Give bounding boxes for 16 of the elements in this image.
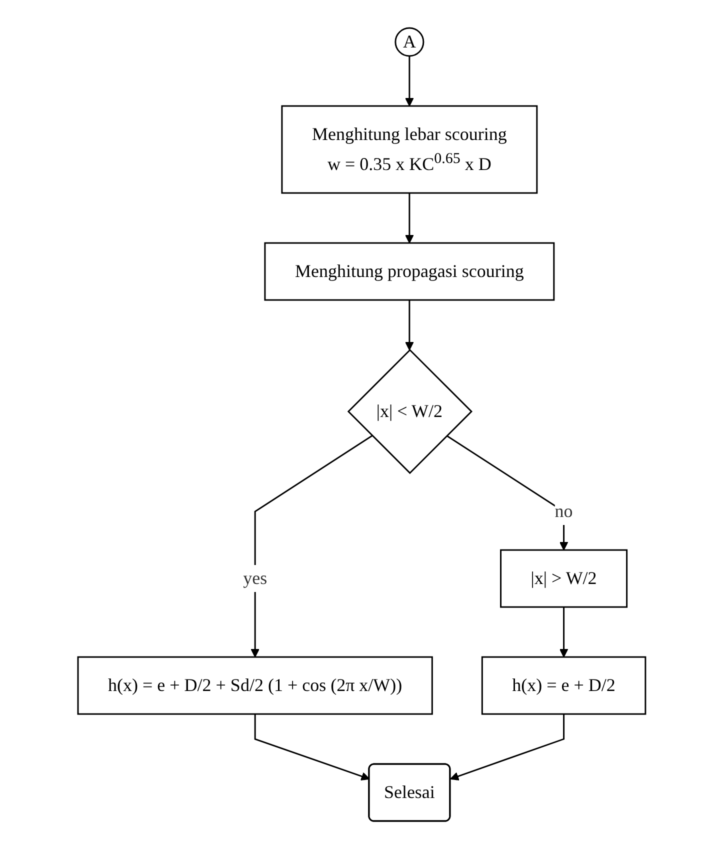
node-box: |x| > W/2 xyxy=(500,549,628,608)
arrow xyxy=(450,714,565,780)
arrow xyxy=(405,192,414,244)
edge-label: no xyxy=(555,501,574,522)
node-box: h(x) = e + D/2 + Sd/2 (1 + cos (2π x/W)) xyxy=(78,656,434,715)
node-box: h(x) = e + D/2 xyxy=(482,656,646,715)
node-box: Menghitung propagasi scouring xyxy=(264,242,555,301)
node-circle: A xyxy=(394,27,424,57)
arrow xyxy=(405,300,414,350)
node-box: Menghitung lebar scouring w = 0.35 x KC$^{0.65}$ x D xyxy=(281,105,538,194)
arrow xyxy=(405,56,414,106)
arrow xyxy=(560,607,568,658)
arrow xyxy=(254,714,370,781)
node-diamond: |x| < W/2 xyxy=(348,348,473,474)
arrow xyxy=(250,435,373,658)
edge-label: yes xyxy=(243,568,268,588)
